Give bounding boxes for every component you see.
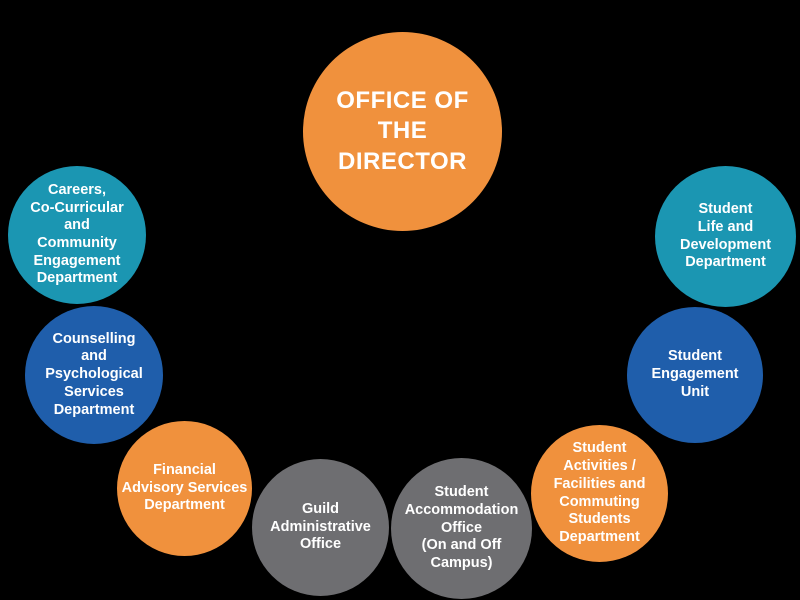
org-node-label: Guild Administrative Office [270,500,371,553]
org-node-label: Careers, Co-Curricular and Community Eng… [30,181,124,287]
org-node-financial-advisory-services: Financial Advisory Services Department [117,421,252,556]
org-node-label: Financial Advisory Services Department [121,461,248,514]
org-node-label: Student Life and Development Department [679,201,772,271]
org-node-student-activities-facilities-commuting: Student Activities / Facilities and Comm… [531,425,668,562]
org-node-counselling-psychological-services: Counselling and Psychological Services D… [25,306,163,444]
org-node-student-engagement-unit: Student Engagement Unit [627,307,763,443]
org-node-label: Counselling and Psychological Services D… [45,330,143,418]
org-node-label: OFFICE OF THE DIRECTOR [336,87,469,175]
org-node-careers-co-curricular-community-engagement: Careers, Co-Curricular and Community Eng… [8,166,146,304]
org-node-label: Student Accommodation Office (On and Off… [404,484,519,572]
org-node-office-of-the-director: OFFICE OF THE DIRECTOR [303,32,502,231]
org-node-guild-administrative-office: Guild Administrative Office [252,459,389,596]
org-node-student-accommodation-office: Student Accommodation Office (On and Off… [391,458,532,599]
org-node-label: Student Activities / Facilities and Comm… [553,440,646,545]
org-node-student-life-development: Student Life and Development Department [655,166,796,307]
org-node-label: Student Engagement Unit [651,348,739,400]
